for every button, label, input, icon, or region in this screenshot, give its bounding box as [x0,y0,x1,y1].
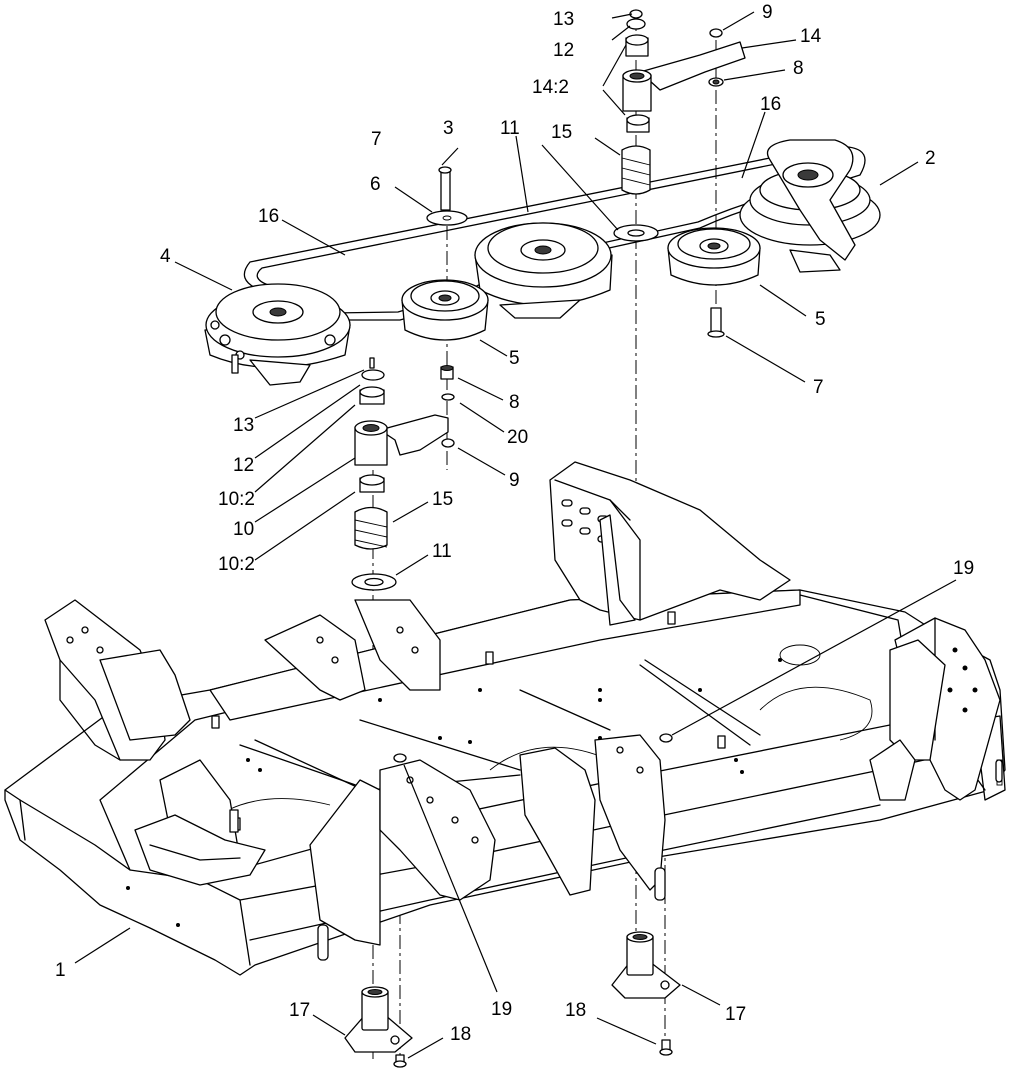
callout-11: 11 [432,541,452,562]
callout-7: 7 [371,129,382,150]
callout-10-2: 10:2 [218,554,255,575]
leader-lines [74,11,957,1059]
gauge-mount-left [344,986,413,1068]
callout-6: 6 [370,174,381,195]
callout-5: 5 [815,309,826,330]
deck-bolts [393,733,673,763]
callout-11: 11 [500,118,520,139]
callout-9: 9 [762,2,773,23]
callout-9: 9 [509,470,520,491]
callout-13: 13 [233,415,254,436]
pulley-3 [474,222,613,319]
callout-5: 5 [509,348,520,369]
callout-2: 2 [925,148,936,169]
callout-7: 7 [813,377,824,398]
gauge-mount-right [611,931,681,1056]
idler-pulley-right [667,227,761,286]
callout-8: 8 [793,58,804,79]
callout-14-2: 14:2 [532,77,569,98]
callout-18: 18 [565,1000,586,1021]
callout-12: 12 [233,455,254,476]
pulley-right-spindle [739,139,881,273]
idler-pulley-left [401,279,489,341]
callout-20: 20 [507,427,528,448]
callout-14: 14 [800,26,822,47]
pulley-4 [204,283,351,386]
callout-1: 1 [55,960,66,981]
callout-8: 8 [509,392,520,413]
callout-12: 12 [553,40,574,61]
callout-15: 15 [432,489,453,510]
callout-16: 16 [258,206,279,227]
callout-19: 19 [953,558,974,579]
callout-17: 17 [725,1004,746,1025]
callout-3: 3 [443,118,454,139]
callout-15: 15 [551,122,572,143]
callout-10: 10 [233,519,254,540]
callout-10-2: 10:2 [218,489,255,510]
callout-18: 18 [450,1024,471,1045]
callout-4: 4 [160,246,171,267]
callout-17: 17 [289,1000,310,1021]
callout-19: 19 [491,999,512,1020]
callout-16: 16 [760,94,781,115]
callout-labels: 13 12 14:2 15 9 14 8 16 2 3 11 7 6 16 4 … [55,2,974,1045]
deck-brackets [44,461,1003,961]
hardware-lower [351,357,455,591]
hardware-upper [426,9,746,338]
callout-13: 13 [553,9,574,30]
mower-deck [4,589,1006,976]
